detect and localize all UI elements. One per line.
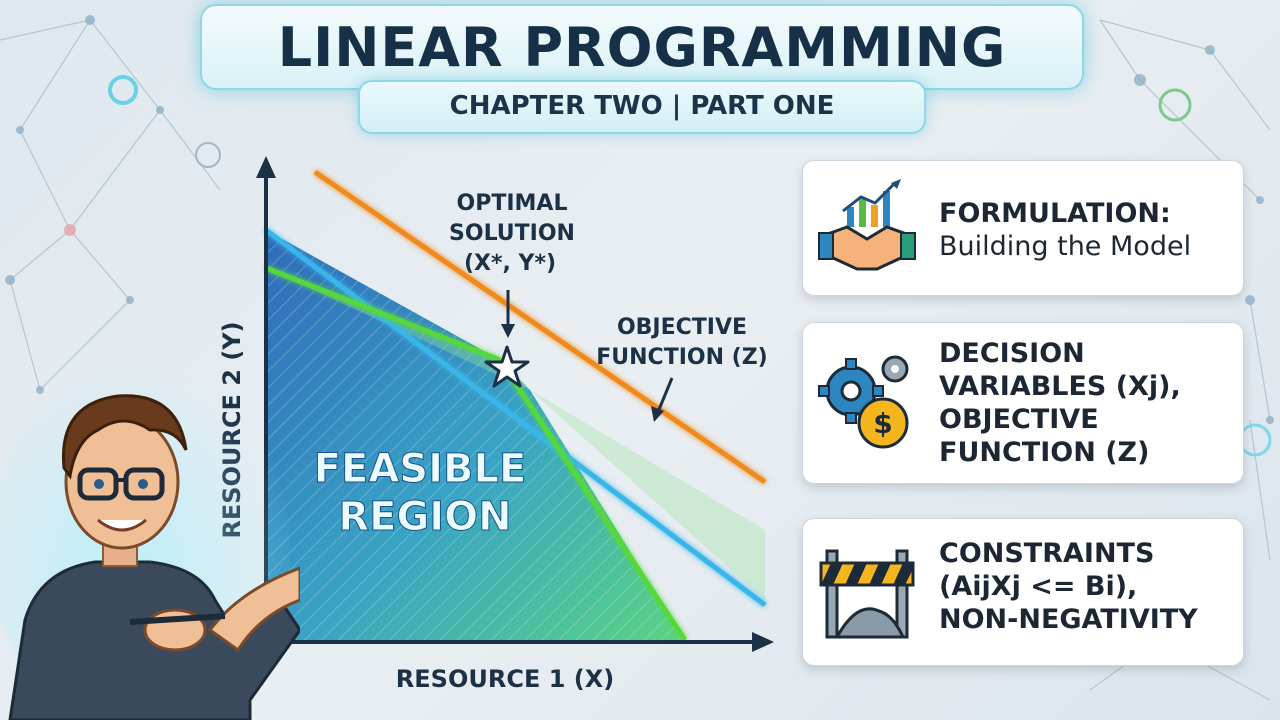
card-constraints-heading-line3: NON-NEGATIVITY	[939, 604, 1198, 635]
title-banner: LINEAR PROGRAMMING	[200, 4, 1084, 90]
presenter-illustration	[0, 360, 300, 720]
svg-text:$: $	[873, 407, 892, 440]
card-constraints-text: CONSTRAINTS (AijXj <= Bi), NON-NEGATIVIT…	[939, 537, 1231, 636]
subtitle-banner: CHAPTER TWO | PART ONE	[358, 80, 926, 134]
objective-label-line2: FUNCTION (Z)	[596, 345, 767, 370]
x-axis-label: RESOURCE 1 (X)	[396, 665, 614, 693]
card-formulation-heading: FORMULATION:	[939, 198, 1171, 229]
optimal-star-icon	[484, 345, 530, 388]
optimal-label-line1: OPTIMAL	[457, 191, 568, 216]
card-formulation: FORMULATION: Building the Model	[802, 160, 1244, 296]
card-decision-variables-text: DECISION VARIABLES (Xj), OBJECTIVE FUNCT…	[939, 337, 1231, 469]
objective-function-line	[313, 169, 767, 485]
card-decision-heading-line2: VARIABLES (Xj),	[939, 371, 1181, 402]
card-decision-heading-line3: OBJECTIVE	[939, 404, 1099, 435]
barrier-icon	[819, 549, 915, 639]
page-subtitle: CHAPTER TWO | PART ONE	[449, 91, 835, 121]
lp-graph: RESOURCE 2 (Y) RESOURCE 1 (X) OPTIMAL SO…	[218, 156, 774, 693]
page-title: LINEAR PROGRAMMING	[277, 16, 1007, 79]
feasible-region-label-line2: REGION	[338, 494, 511, 540]
card-constraints: CONSTRAINTS (AijXj <= Bi), NON-NEGATIVIT…	[802, 518, 1244, 666]
constraint-line-blue	[264, 228, 767, 607]
optimal-label-line3: (X*, Y*)	[464, 251, 556, 276]
gears-dollar-icon: $	[818, 355, 909, 449]
optimal-label-line2: SOLUTION	[449, 221, 575, 246]
card-constraints-heading-line2: (AijXj <= Bi),	[939, 571, 1138, 602]
card-formulation-body: Building the Model	[939, 231, 1192, 262]
card-formulation-text: FORMULATION: Building the Model	[939, 197, 1231, 263]
card-decision-heading-line4: FUNCTION (Z)	[939, 437, 1150, 468]
card-decision-heading-line1: DECISION	[939, 338, 1085, 369]
card-decision-variables: $ DECISION VARIABLES (Xj), OBJECTIVE FUN…	[802, 322, 1244, 484]
card-constraints-heading-line1: CONSTRAINTS	[939, 538, 1155, 569]
objective-label-line1: OBJECTIVE	[617, 315, 747, 340]
feasible-region-label-line1: FEASIBLE	[314, 446, 527, 492]
constraint-line-green	[265, 265, 501, 363]
handshake-chart-icon	[818, 179, 916, 271]
